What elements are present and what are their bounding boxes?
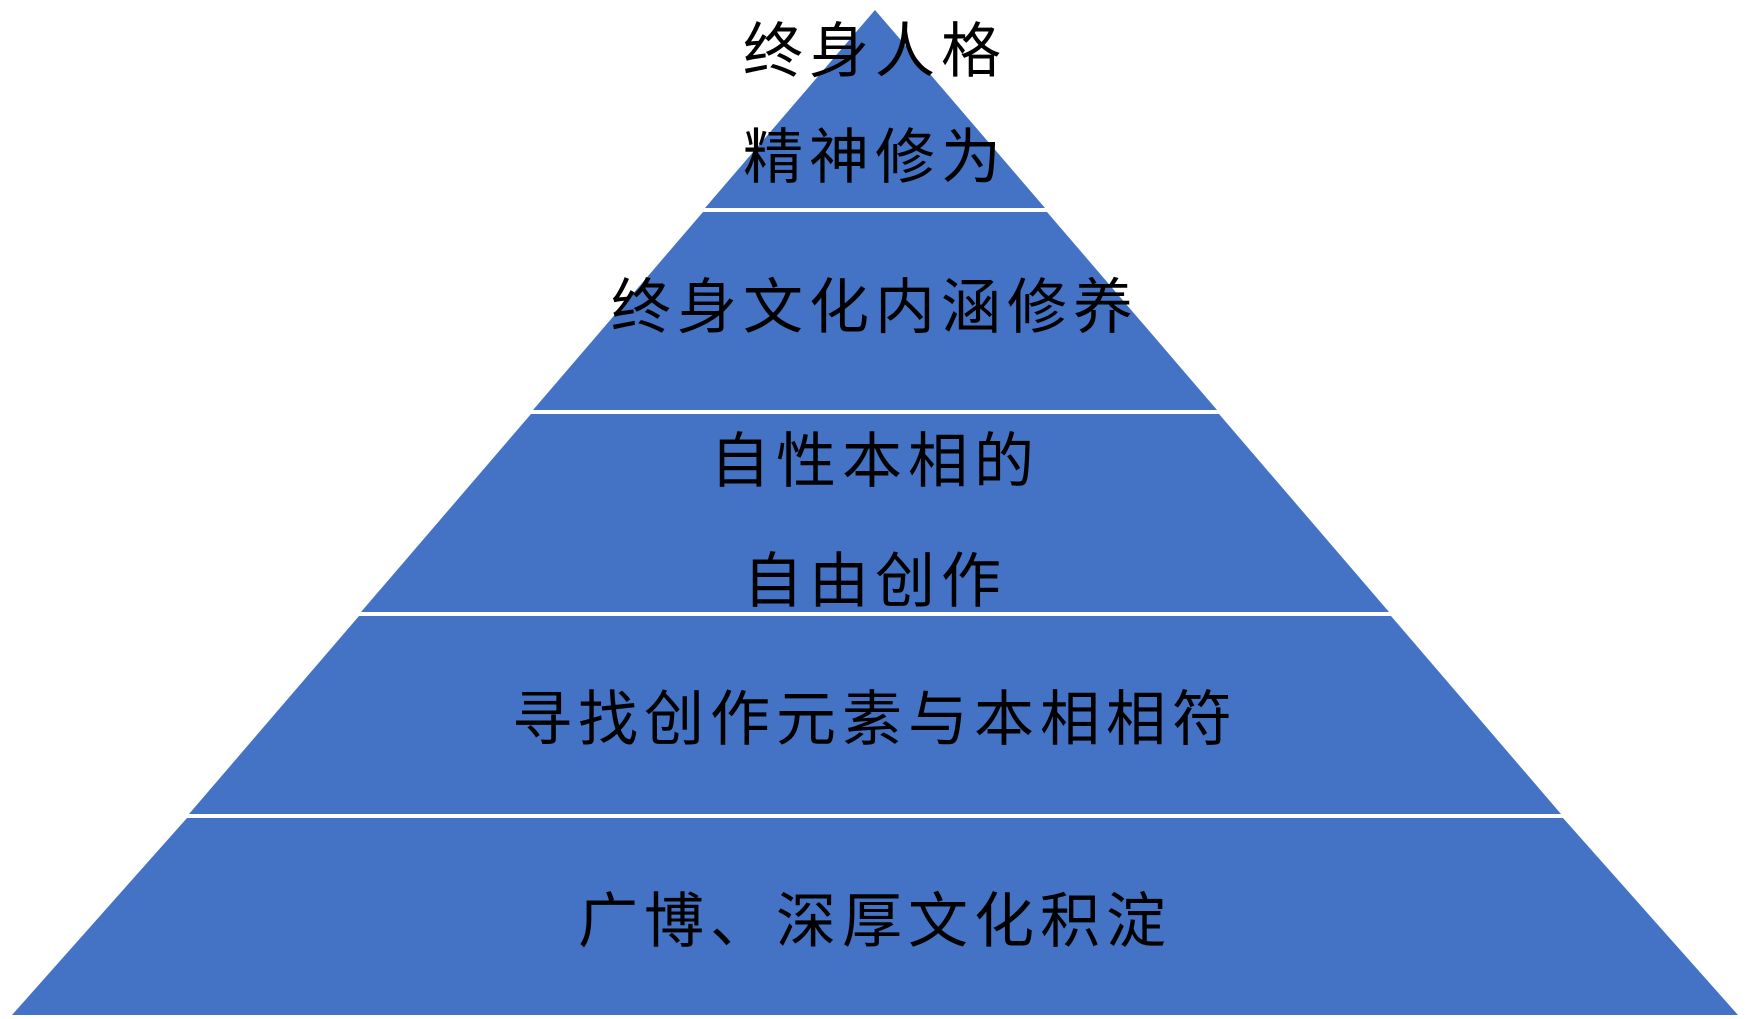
tier-5-band [12, 818, 1738, 1015]
tier-5-line-1: 广博、深厚文化积淀 [578, 887, 1172, 957]
tier-1-band [705, 10, 1045, 208]
tier-2-line-1: 终身文化内涵修养 [611, 273, 1139, 343]
tier-3-band [361, 414, 1389, 612]
tier-1-line-2: 精神修为 [743, 123, 1007, 193]
tier-3-line-2: 自由创作 [743, 547, 1007, 617]
tier-4-band [189, 616, 1561, 814]
tier-2-band [533, 212, 1217, 410]
tier-4-line-1: 寻找创作元素与本相相符 [512, 685, 1238, 755]
tier-3-line-1: 自性本相的 [710, 427, 1040, 497]
tier-1-line-1: 终身人格 [743, 17, 1007, 87]
